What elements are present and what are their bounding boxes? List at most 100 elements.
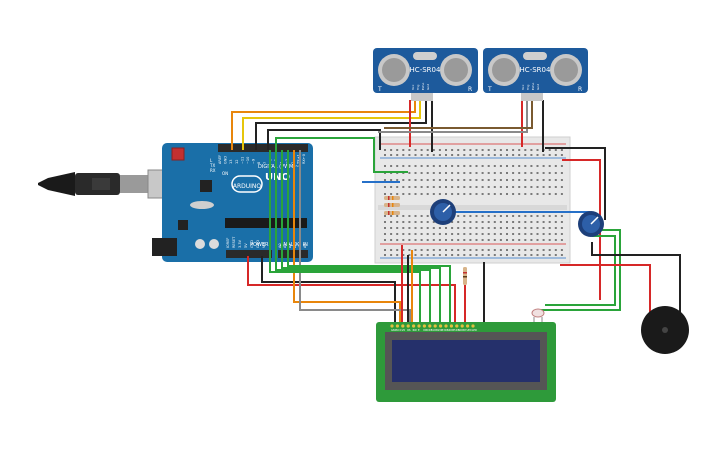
lcd-pin-label-8: DB2 [434,328,440,332]
power-label: POWER [250,242,269,248]
power-pin-label-0: IOREF [226,238,230,248]
lcd-pin-4[interactable] [412,324,416,328]
ultrasonic-sensor-2[interactable]: HC-SR04 T R [483,48,588,101]
resistor-1[interactable] [384,196,400,200]
digital-pin-label-2: 13 [229,160,233,164]
digital-header [218,144,308,152]
sensor-2-pin-label-2: Echo [531,83,535,90]
sensor-2-pin-label-3: Gnd [536,84,540,90]
wire-brown[interactable] [384,100,533,129]
lcd-pin-14[interactable] [466,324,470,328]
digital-pin-label-13: 2 [291,162,295,164]
capacitor-1 [195,239,205,249]
power-jack [152,238,177,256]
atmega-chip [225,218,307,228]
sensor-2-t-label: T [487,86,492,93]
lcd-pin-1[interactable] [395,324,399,328]
wire-red[interactable] [247,256,456,322]
lcd-pin-10[interactable] [444,324,448,328]
rx-label: RX [210,168,216,173]
lcd-pin-12[interactable] [455,324,459,328]
lcd-pin-8[interactable] [433,324,437,328]
wire-gray[interactable] [378,100,528,133]
wire-yellow[interactable] [242,100,421,150]
resistor-4[interactable] [463,267,467,285]
led[interactable] [531,308,545,324]
power-pin-label-3: 5V [244,243,248,248]
wire-green[interactable] [545,235,616,306]
lcd-pin-label-14: LED [467,328,472,332]
digital-pin-label-5: ~10 [246,157,250,164]
lcd-pin-11[interactable] [449,324,453,328]
lcd-pin-label-12: DB6 [456,328,462,332]
arduino-logo-icon [231,175,263,193]
breadboard[interactable] [374,136,571,264]
lcd-pin-label-9: DB3 [440,328,446,332]
wire-green[interactable] [540,229,621,311]
wire-black[interactable] [591,242,681,330]
power-pin-label-1: RESET [232,236,236,248]
digital-pin-label-1: GND [224,156,228,164]
digital-label: DIGITAL (PWM ~) [258,164,301,170]
analog-pin-label-0: A0 [278,243,282,248]
wire-gray[interactable] [299,150,411,322]
piezo-buzzer[interactable] [641,306,689,354]
lcd-pin-label-15: LED [472,328,477,332]
wire-black[interactable] [267,129,381,150]
arduino-model-label: UNO [265,172,290,183]
wire-black[interactable] [255,100,427,150]
lcd-pin-3[interactable] [406,324,410,328]
lcd-pin-label-4: RW [413,328,418,332]
sensor-1-pin-label-1: Trig [416,85,420,91]
wire-orange[interactable] [231,100,416,150]
wire-orange[interactable] [293,150,401,322]
tx-label: TX [209,163,215,168]
lcd-pin-0[interactable] [390,324,394,328]
power-header [226,250,272,258]
digital-pin-label-6: ~9 [252,159,256,164]
digital-pin-label-15: RX←0 [302,154,306,164]
reset-button[interactable] [171,147,185,161]
wire-black[interactable] [545,147,606,220]
regulator [178,220,188,230]
ultrasonic-sensor-1[interactable]: HC-SR04 T R [373,48,478,101]
potentiometer-1[interactable] [430,199,456,225]
lcd-pin-7[interactable] [428,324,432,328]
lcd-pin-9[interactable] [439,324,443,328]
lcd-pin-13[interactable] [460,324,464,328]
lcd-pin-label-3: RS [407,328,411,332]
lcd-pin-2[interactable] [401,324,405,328]
lcd-pin-label-1: VCC [396,328,401,332]
lcd-pin-6[interactable] [422,324,426,328]
wires [231,100,681,330]
wire-green[interactable] [287,150,451,322]
sensor-1-pin-label-2: Echo [421,83,425,90]
breadboard-holes [384,149,563,256]
analog-pin-label-2: A2 [288,243,292,248]
usb-cable[interactable] [38,169,181,199]
sensor-2-r-label: R [578,86,582,93]
sensor-1-label: HC-SR04 [410,66,441,74]
resistor-3[interactable] [384,211,400,215]
sensor-1-t-label: T [377,86,382,93]
digital-pin-label-3: 12 [235,160,239,164]
crystal [190,201,214,209]
sensor-1-r-label: R [468,86,472,93]
wire-green[interactable] [275,137,408,173]
digital-pin-label-4: ~11 [240,157,244,164]
l-label: L [210,158,213,163]
wire-green[interactable] [269,150,421,322]
lcd-pin-5[interactable] [417,324,421,328]
lcd-pin-label-5: E [418,328,420,332]
wire-green[interactable] [275,150,431,322]
wire-green[interactable] [281,150,441,322]
lcd-pin-15[interactable] [471,324,475,328]
potentiometer-2[interactable] [578,211,604,237]
lcd-pin-label-2: V0 [402,328,406,332]
wire-red[interactable] [562,159,601,300]
resistor-2[interactable] [384,203,400,207]
wire-red[interactable] [560,264,651,320]
